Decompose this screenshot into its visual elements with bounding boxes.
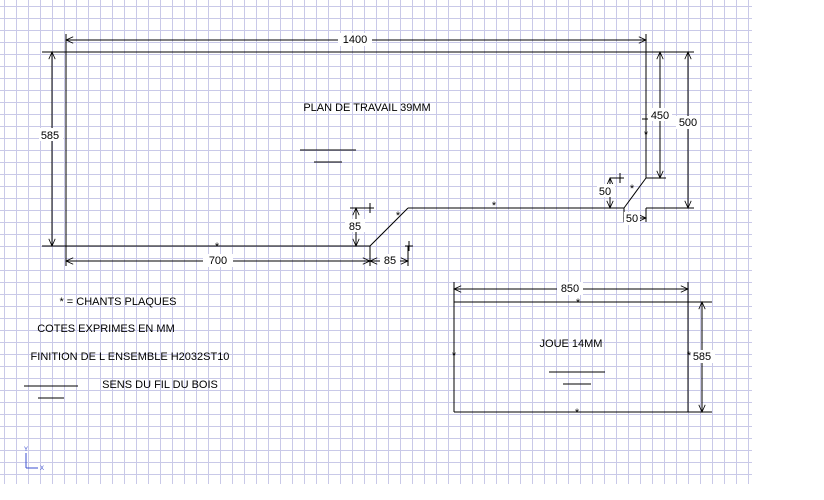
worktop-extension-lines	[42, 34, 694, 266]
edge-marker: *	[575, 407, 580, 419]
axis-indicator: Y X	[24, 447, 44, 472]
side-panel-outline	[453, 301, 689, 413]
legend-finish: FINITION DE L ENSEMBLE H2032ST10	[31, 351, 230, 363]
edge-marker: *	[644, 129, 649, 141]
dim-85-bottom-label: 85	[384, 255, 396, 267]
dim-1400-label: 1400	[343, 34, 367, 46]
edge-marker: *	[576, 297, 581, 309]
drawing-sheet	[0, 0, 752, 484]
dim-50-vertical-label: 50	[599, 186, 611, 198]
legend-edges: * = CHANTS PLAQUES	[59, 296, 176, 308]
legend-grain: SENS DU FIL DU BOIS	[102, 379, 218, 391]
legend-units: COTES EXPRIMES EN MM	[37, 323, 175, 335]
dim-850-label: 850	[561, 283, 579, 295]
side-dim-585-label: 585	[693, 351, 711, 363]
axis-y-label: Y	[24, 447, 28, 453]
dim-700-label: 700	[209, 255, 227, 267]
dim-585-label: 585	[41, 130, 59, 142]
dim-85-left-label: 85	[349, 221, 361, 233]
side-panel-title: JOUE 14MM	[540, 338, 603, 350]
dim-450-label: 450	[651, 110, 669, 122]
axis-x-label: X	[40, 466, 44, 472]
edge-marker: *	[396, 210, 401, 222]
edge-marker: *	[215, 241, 220, 253]
dim-500-label: 500	[679, 117, 697, 129]
worktop-title: PLAN DE TRAVAIL 39MM	[303, 102, 430, 114]
edge-marker: *	[630, 183, 635, 195]
edge-marker: *	[492, 200, 497, 212]
dim-50-horizontal-label: 50	[626, 213, 638, 225]
cross-marks	[366, 115, 650, 251]
edge-marker: *	[687, 350, 692, 362]
edge-marker: *	[452, 350, 457, 362]
